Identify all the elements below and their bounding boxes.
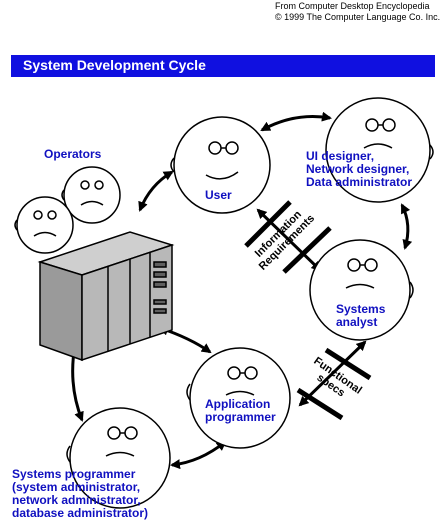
requirements-bar-a: [244, 200, 292, 248]
face-systems-analyst: [309, 239, 414, 341]
label-application-programmer: Application programmer: [205, 397, 276, 424]
arrow-uiteam-analyst: [400, 203, 413, 250]
face-operator-back: [14, 196, 74, 254]
face-ui-designer: [325, 97, 434, 203]
arrow-requirements: [256, 208, 322, 272]
credit-copyright: © 1999 The Computer Language Co. Inc.: [275, 12, 441, 22]
specs-bar-a: [296, 387, 344, 421]
label-systems-analyst: Systems analyst: [336, 302, 386, 329]
arrow-sysprog-appprog: [170, 440, 227, 470]
face-user: [170, 116, 271, 214]
face-systems-programmer: [66, 407, 171, 509]
flow-arrows: [68, 111, 413, 470]
arrow-user-uiteam: [260, 111, 332, 132]
requirements-bar-b: [282, 226, 332, 274]
diagram-title: System Development Cycle: [23, 57, 206, 73]
label-user: User: [205, 188, 232, 202]
label-systems-programmer: Systems programmer (system administrator…: [12, 467, 149, 520]
label-ui-team: UI designer, Network designer, Data admi…: [306, 149, 413, 189]
face-application-programmer: [186, 347, 291, 449]
document-bars: [244, 200, 372, 421]
arrow-computer-user: [138, 170, 174, 212]
title-banner: System Development Cycle: [11, 55, 435, 77]
computer-cabinet: [37, 231, 175, 362]
specs-bar-b: [324, 347, 372, 381]
credit-source: From Computer Desktop Encyclopedia: [275, 1, 430, 11]
face-operator-front: [61, 166, 121, 224]
arrow-specs: [298, 340, 367, 407]
label-operators: Operators: [44, 147, 102, 161]
